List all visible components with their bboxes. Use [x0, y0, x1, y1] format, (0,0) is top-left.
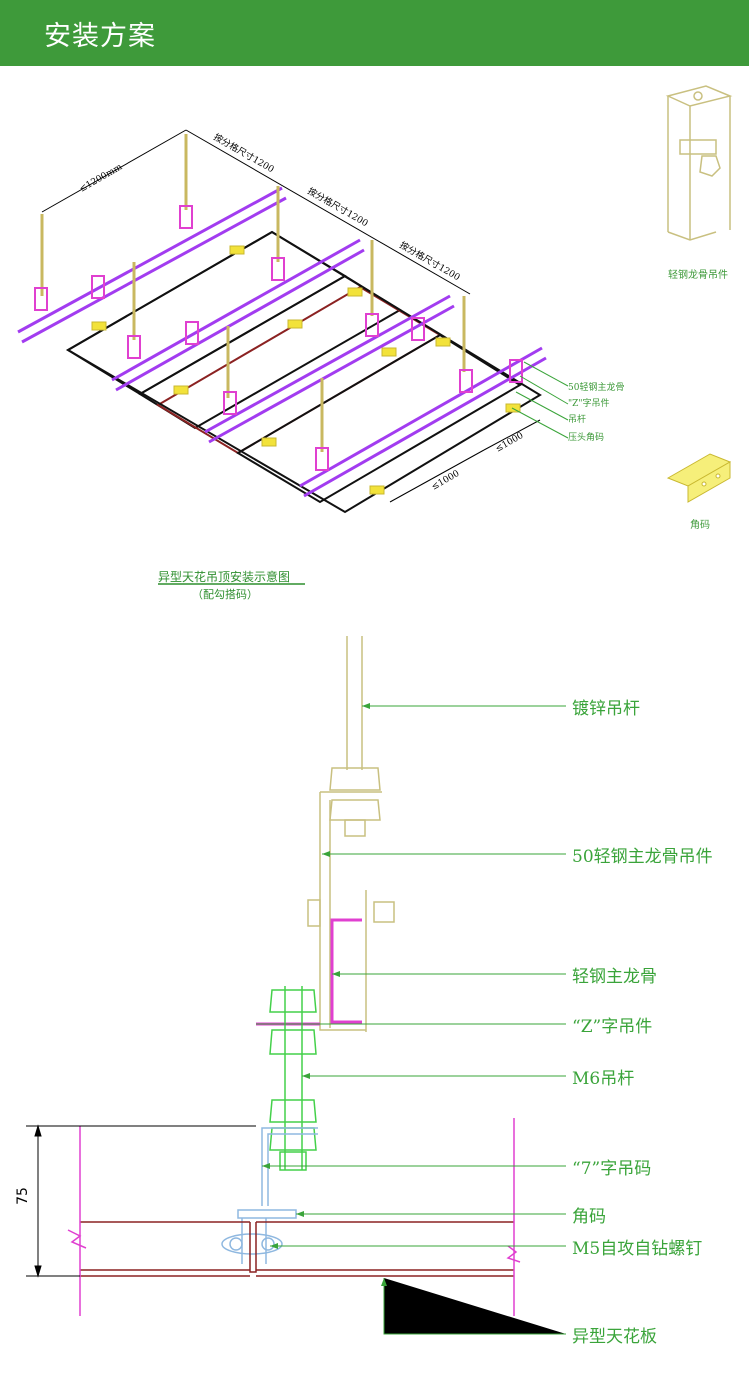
- clip: [287, 319, 303, 329]
- ceiling-panels-section: [80, 1221, 514, 1277]
- main-runner-1: [17, 186, 283, 334]
- label-runner-hanger: 50轻钢主龙骨吊件: [572, 847, 713, 867]
- dimension-75-label: 75: [14, 1187, 31, 1205]
- hanger: [271, 257, 285, 281]
- clip: [229, 245, 245, 255]
- hanger: [91, 275, 105, 299]
- label-seven-clip: “7”字吊码: [572, 1159, 652, 1179]
- clip: [347, 287, 363, 297]
- hanger: [185, 321, 199, 345]
- hanger: [365, 313, 379, 337]
- leader-line: [511, 407, 569, 439]
- leader-line: [515, 391, 569, 421]
- diagram-subcaption: （配勾搭码）: [192, 588, 258, 601]
- callout-pressure-clip: 压头角码: [568, 433, 605, 443]
- dimension-line: [483, 419, 541, 451]
- leader-line: [519, 375, 569, 405]
- leader-line: [523, 361, 569, 387]
- main-runner-section: [330, 918, 362, 1024]
- seven-clip: [221, 1127, 318, 1264]
- galvanized-rod: [329, 636, 381, 837]
- diagram-caption: 异型天花吊顶安装示意图: [158, 570, 291, 584]
- callout-main-runner: 50轻钢主龙骨: [568, 383, 625, 393]
- hanger-part-label: 轻钢龙骨吊件: [668, 270, 728, 281]
- main-runner-2: [111, 238, 361, 382]
- callout-z-hanger: "Z"字吊件: [568, 399, 610, 409]
- main-runner-3: [204, 294, 451, 434]
- dimension-line: [389, 449, 485, 503]
- section-header: 安装方案: [0, 0, 749, 66]
- hanger: [459, 369, 473, 393]
- main-runner-3b: [208, 304, 455, 444]
- hanger: [315, 447, 329, 471]
- main-runner-4b: [303, 356, 547, 498]
- ceiling-frame: [66, 230, 542, 514]
- ceiling-panel-2: [138, 274, 402, 430]
- ceiling-panel-4: [236, 333, 522, 504]
- section-title: 安装方案: [44, 21, 156, 52]
- hanger: [411, 317, 425, 341]
- clip: [435, 337, 451, 347]
- clip: [369, 485, 385, 495]
- wall-lines: [67, 1118, 521, 1316]
- hanger: [179, 205, 193, 229]
- hanger: [34, 287, 48, 311]
- clip: [91, 321, 107, 331]
- label-corner-bracket: 角码: [572, 1207, 606, 1227]
- clip: [173, 385, 189, 395]
- light-steel-hanger-part: [665, 85, 733, 241]
- dimension-line: [41, 129, 187, 213]
- label-z-hanger: “Z”字吊件: [572, 1017, 653, 1037]
- section-leaders: [256, 705, 566, 1335]
- main-runner-1b: [21, 196, 287, 344]
- label-m6-rod: M6吊杆: [572, 1069, 635, 1089]
- hanger: [127, 335, 141, 359]
- corner-part-label: 角码: [690, 520, 710, 531]
- clip: [381, 347, 397, 357]
- dimension-75: [26, 1124, 256, 1278]
- clip: [261, 437, 277, 447]
- hanger: [223, 391, 237, 415]
- callout-rod: 吊杆: [568, 415, 587, 425]
- hanger: [509, 359, 523, 383]
- label-main-runner: 轻钢主龙骨: [572, 967, 657, 987]
- ceiling-panel-1: [66, 230, 347, 396]
- label-screw: M5自攻自钻螺钉: [572, 1239, 703, 1259]
- label-galvanized-rod: 镀锌吊杆: [572, 699, 640, 719]
- main-runner-2b: [115, 248, 365, 392]
- main-runner-hanger: [307, 791, 395, 1032]
- dimension-line: [185, 129, 471, 295]
- label-ceiling-panel: 异型天花板: [572, 1327, 657, 1347]
- main-runner-4: [299, 346, 543, 488]
- corner-bracket-part: [666, 453, 732, 503]
